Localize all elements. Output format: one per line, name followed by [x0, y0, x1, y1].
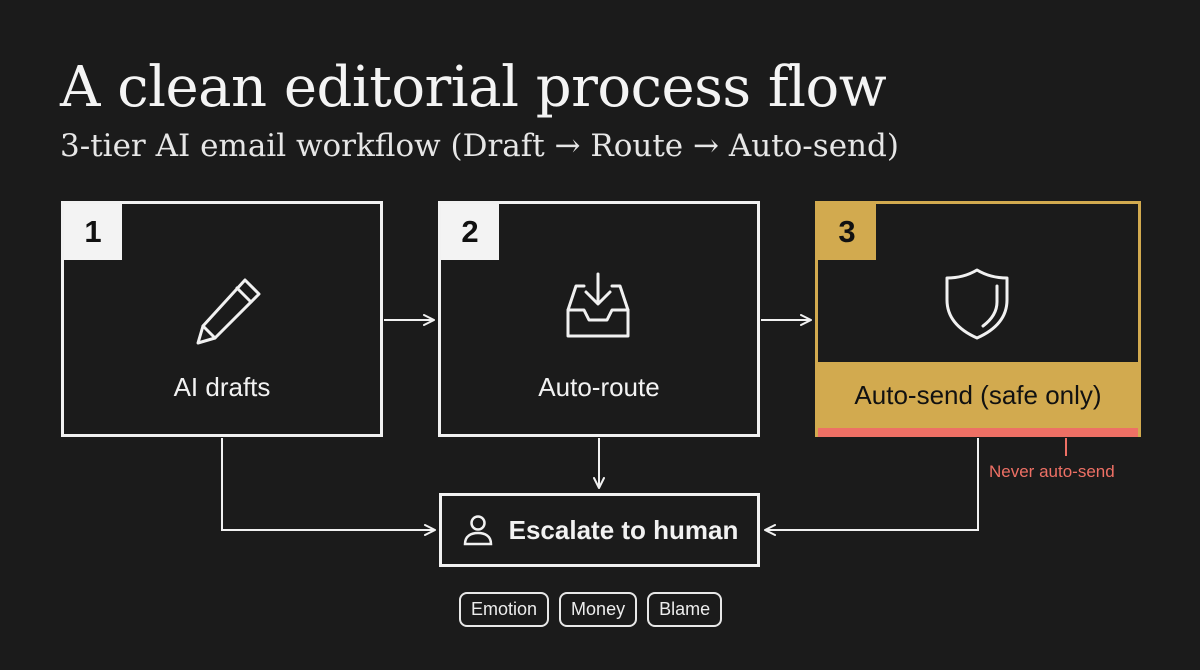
page-title: A clean editorial process flow	[60, 55, 887, 120]
escalate-to-human-box: Escalate to human	[439, 493, 760, 567]
step-number-badge: 2	[441, 204, 499, 260]
inbox-download-icon	[566, 272, 630, 338]
step-label: Auto-route	[538, 372, 660, 402]
person-icon	[463, 515, 492, 546]
step-number-badge: 3	[818, 204, 876, 260]
arrow-step3-to-escalate	[764, 438, 979, 536]
step-ai-drafts: 1 AI drafts	[61, 201, 383, 437]
trigger-tag-blame: Blame	[647, 592, 723, 627]
step-auto-route: 2 Auto-route	[438, 201, 760, 437]
pencil-icon	[196, 278, 261, 345]
step-label: AI drafts	[173, 372, 271, 402]
page-subtitle: 3-tier AI email workflow (Draft → Route …	[60, 128, 899, 164]
never-auto-send-note: Never auto-send	[989, 462, 1115, 481]
warning-strip	[818, 428, 1138, 437]
arrow-step1-to-escalate	[221, 438, 436, 536]
step-auto-send: 3 Auto-send (safe only)	[815, 201, 1141, 437]
escalation-triggers: Emotion Money Blame	[459, 592, 723, 627]
trigger-tag-emotion: Emotion	[459, 592, 550, 627]
escalate-label: Escalate to human	[508, 514, 739, 545]
step-number-badge: 1	[64, 204, 122, 260]
safe-only-band: Auto-send (safe only)	[818, 362, 1138, 428]
trigger-tag-money: Money	[559, 592, 638, 627]
shield-icon	[945, 268, 1009, 340]
